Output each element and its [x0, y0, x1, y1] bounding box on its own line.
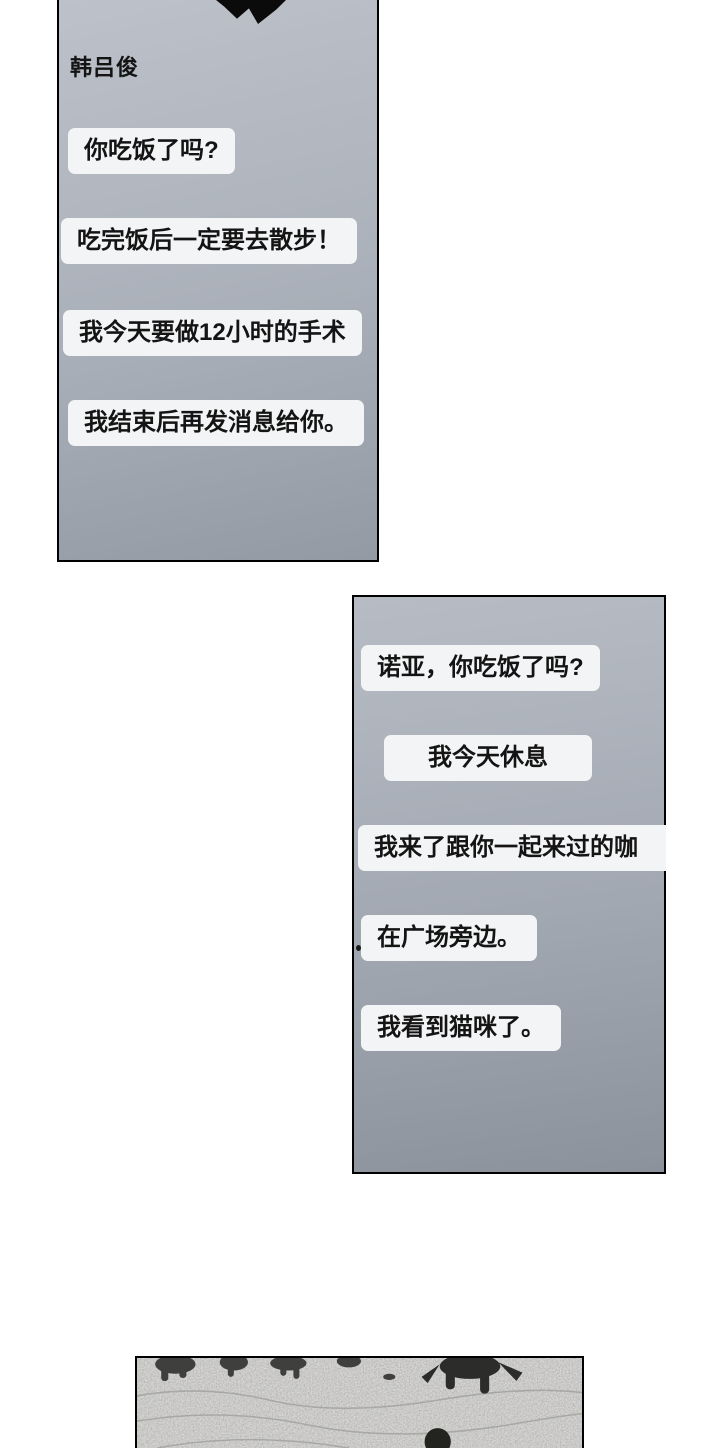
sender-name: 韩吕俊 — [70, 55, 140, 80]
chat-bubble: 我结束后再发消息给你。 — [68, 400, 364, 446]
chat-bubble: 我看到猫咪了。 — [361, 1005, 561, 1051]
chat-bubble: 我今天要做12小时的手术 — [63, 310, 362, 356]
chat-bubble: 我今天休息 — [384, 735, 592, 781]
speech-tail-shape — [216, 0, 286, 24]
chat-bubble: 吃完饭后一定要去散步！ — [61, 218, 357, 264]
small-dot-mark — [356, 945, 361, 951]
street-figure — [421, 1358, 523, 1394]
chat-panel-top: 韩吕俊 你吃饭了吗? 吃完饭后一定要去散步！ 我今天要做12小时的手术 我结束后… — [57, 0, 379, 562]
pedestrian-silhouettes — [155, 1358, 396, 1382]
chat-bubble: 诺亚，你吃饭了吗? — [361, 645, 600, 691]
chat-bubble: 在广场旁边。 — [361, 915, 537, 961]
chat-bubble: 我来了跟你一起来过的咖 — [358, 825, 666, 871]
chat-bubble: 你吃饭了吗? — [68, 128, 235, 174]
street-scene-texture — [137, 1358, 582, 1448]
street-photo-panel — [135, 1356, 584, 1448]
chat-panel-bottom: 诺亚，你吃饭了吗? 我今天休息 我来了跟你一起来过的咖 在广场旁边。 我看到猫咪… — [352, 595, 666, 1174]
